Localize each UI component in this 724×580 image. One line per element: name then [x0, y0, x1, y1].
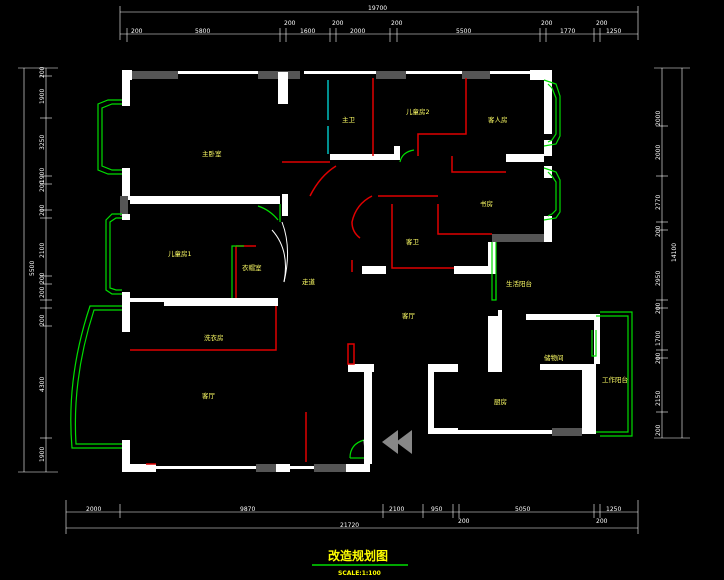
bottom-total-dim: 21720	[340, 522, 359, 529]
left-dim-10: 200	[39, 314, 46, 326]
walls	[120, 70, 600, 472]
right-dim-6: 200	[655, 302, 662, 314]
room-labels: 主卧室 主卫 儿童房2 客人房 书房 儿童房1 衣帽室 走道 客卫 客厅 生活阳…	[168, 107, 628, 406]
right-dim-2: 2000	[655, 145, 662, 160]
bottom-dim-6: 5050	[515, 506, 530, 513]
room-master-bedroom: 主卧室	[202, 149, 222, 158]
right-dim-8: 200	[655, 352, 662, 364]
bottom-dim-7: 200	[596, 518, 608, 525]
doors	[271, 221, 367, 465]
room-guest: 客人房	[488, 115, 508, 124]
top-dim-7: 200	[391, 20, 403, 27]
windows	[70, 79, 633, 459]
title-block: 改造规划图 SCALE:1:100	[312, 548, 408, 577]
bottom-dimensions: 2000 9870 2100 950 200 5050 200 1250 217…	[65, 500, 639, 534]
right-dim-1: 2000	[655, 111, 662, 126]
right-dim-10: 200	[655, 424, 662, 436]
room-storage: 储物间	[544, 353, 564, 362]
room-utility: 洗衣房	[204, 333, 224, 342]
room-kids-2: 儿童房2	[406, 107, 430, 116]
left-dim-5: 1900	[39, 168, 46, 183]
top-dim-12: 1250	[606, 28, 621, 35]
right-dimensions: 2000 2000 2770 200 2950 200 1700 200 215…	[654, 67, 690, 439]
left-dim-3: 3250	[39, 135, 46, 150]
left-dim-8: 200	[39, 272, 46, 284]
room-living: 客厅	[402, 311, 416, 320]
left-dim-11: 4300	[39, 377, 46, 392]
right-dim-9: 2150	[655, 391, 662, 406]
left-dim-2: 1900	[39, 89, 46, 104]
top-dim-9: 200	[541, 20, 553, 27]
right-dim-5: 2950	[655, 271, 662, 286]
room-corridor: 走道	[302, 277, 316, 286]
bottom-dim-2: 9870	[240, 506, 255, 513]
left-dimensions: 200 1900 3250 200 1900 200 2100 200 200 …	[18, 66, 58, 473]
room-kids-1: 儿童房1	[168, 249, 192, 258]
room-kitchen: 厨房	[494, 397, 507, 406]
left-total-dim: 5500	[29, 261, 36, 276]
left-dim-7: 2100	[39, 243, 46, 258]
top-dim-4: 1600	[300, 28, 315, 35]
top-dim-8: 5500	[456, 28, 471, 35]
room-guest-bath: 客卫	[406, 237, 420, 246]
left-dim-6: 200	[39, 204, 46, 216]
left-dim-4: 200	[39, 180, 46, 192]
top-dim-6: 2000	[350, 28, 365, 35]
right-dim-7: 1700	[655, 331, 662, 346]
right-total-dim: 14100	[671, 243, 678, 262]
top-dim-5: 200	[332, 20, 344, 27]
right-dim-3: 2770	[655, 195, 662, 210]
room-work-balcony: 工作阳台	[602, 375, 628, 384]
top-total-dim: 19700	[368, 5, 387, 12]
left-dim-9: 200	[39, 286, 46, 298]
drawing-scale: SCALE:1:100	[338, 570, 381, 577]
top-dim-11: 200	[596, 20, 608, 27]
top-dim-3: 200	[284, 20, 296, 27]
room-balcony: 生活阳台	[506, 279, 532, 288]
entrance-arrow-icon	[382, 430, 412, 454]
bottom-dim-4: 950	[431, 506, 443, 513]
bottom-dim-8: 1250	[606, 506, 621, 513]
top-dim-10: 1770	[560, 28, 575, 35]
room-study: 书房	[480, 199, 493, 208]
room-hall: 客厅	[202, 391, 216, 400]
left-dim-12: 1900	[39, 447, 46, 462]
left-dim-1: 200	[39, 66, 46, 78]
right-dim-4: 200	[655, 225, 662, 237]
bottom-dim-3: 2100	[389, 506, 404, 513]
top-dim-2: 5800	[195, 28, 210, 35]
bottom-dim-1: 2000	[86, 506, 101, 513]
bottom-dim-5: 200	[458, 518, 470, 525]
drawing-title: 改造规划图	[328, 548, 388, 563]
top-dimensions: 19700 200 5800 200 1600 200 2000 200 550…	[119, 5, 639, 42]
top-dim-1: 200	[131, 28, 143, 35]
room-main-bath: 主卫	[342, 115, 356, 124]
new-walls	[130, 78, 506, 465]
room-cloakroom: 衣帽室	[242, 263, 262, 272]
